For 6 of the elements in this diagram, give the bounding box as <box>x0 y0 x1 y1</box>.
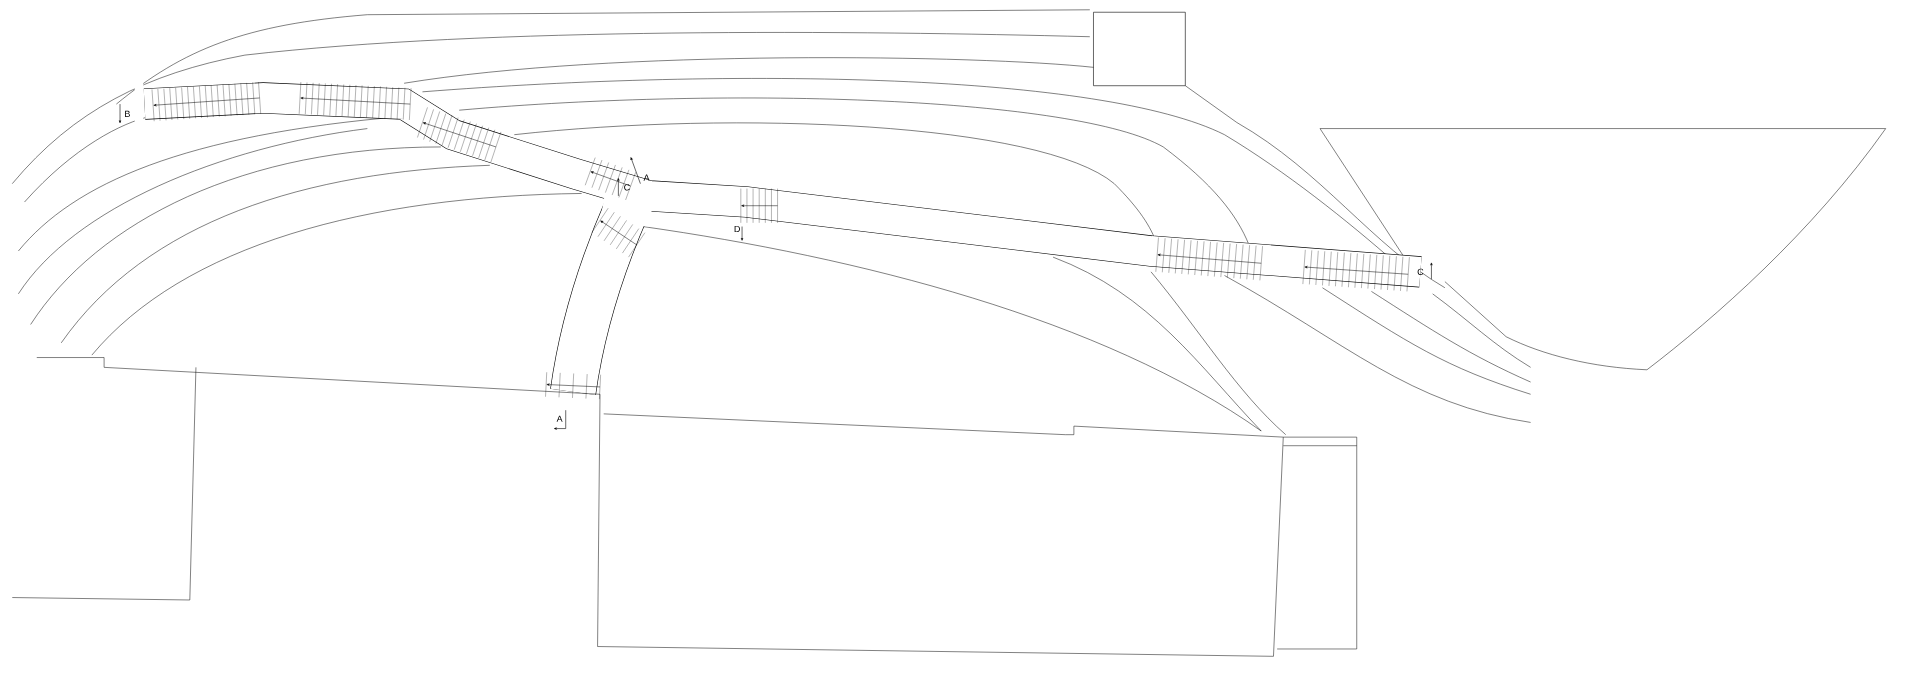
section-label: A <box>643 174 650 181</box>
section-label: A <box>556 415 563 422</box>
section-label: C <box>624 183 630 191</box>
section-label: D <box>734 225 740 232</box>
section-label: B <box>125 110 130 117</box>
section-label: C <box>1417 268 1424 275</box>
